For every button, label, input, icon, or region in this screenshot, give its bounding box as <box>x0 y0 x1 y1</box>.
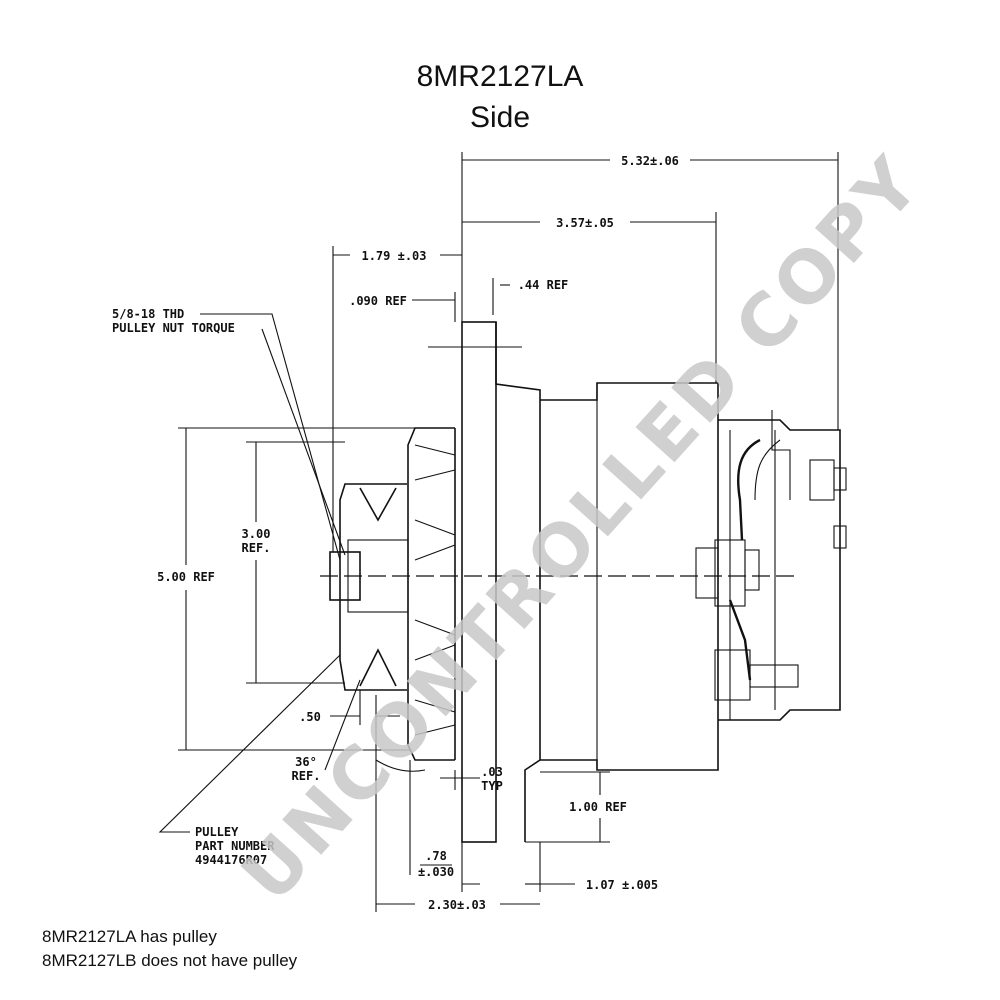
angle-label-line1: 36° <box>295 755 317 769</box>
pulley-label-line2: PART NUMBER <box>195 839 275 853</box>
typ-label-line2: TYP <box>481 779 503 793</box>
pulley-groove-upper <box>359 487 397 522</box>
typ-label-line1: .03 <box>481 765 503 779</box>
thread-leader <box>200 313 341 561</box>
pulley-outline <box>339 483 407 691</box>
wire-lead <box>737 438 761 541</box>
pulley <box>329 483 409 691</box>
terminal-bracket <box>771 410 791 500</box>
terminal-block <box>809 459 835 501</box>
rear-housing <box>718 419 841 721</box>
pulley-offset-label: 1.79 ±.03 <box>361 249 426 263</box>
pulley-label-line1: PULLEY <box>195 825 239 839</box>
output-strap <box>728 599 752 681</box>
gap-78-line1: .78 <box>425 849 447 863</box>
pulley-to-mount-label: 2.30±.03 <box>428 898 486 912</box>
fan-blades <box>414 444 456 736</box>
pulley-label-line3: 4944176R07 <box>195 853 267 867</box>
mount-ref-label: 1.00 REF <box>569 800 627 814</box>
front-mount-plate <box>461 321 497 843</box>
note-line-2: 8MR2127LB does not have pulley <box>42 951 298 970</box>
thread-label-line2: PULLEY NUT TORQUE <box>112 321 235 335</box>
terminal-stud <box>833 467 847 491</box>
thread-label-line1: 5/8-18 THD <box>112 307 184 321</box>
dimensions: 5.32±.06 3.57±.05 1.79 ±.03 .090 REF .44… <box>112 152 839 912</box>
fan-diameter-label: 5.00 REF <box>157 570 215 584</box>
angle-arc <box>375 759 426 772</box>
angle-label-line2: REF. <box>292 769 321 783</box>
pulley-groove-lower <box>359 648 397 687</box>
drawing-title: 8MR2127LA <box>416 60 584 93</box>
output-washer <box>744 549 760 591</box>
housing-length-label: 3.57±.05 <box>556 216 614 230</box>
gap-78-line2: ±.030 <box>418 865 454 879</box>
output-stud <box>695 547 719 599</box>
terminal-stud-2 <box>833 525 847 549</box>
front-housing <box>495 322 541 842</box>
gap-090-label: .090 REF <box>349 294 407 308</box>
groove-width-label: .50 <box>299 710 321 724</box>
ear-width-label: 1.07 ±.005 <box>586 878 658 892</box>
pulley-dia-line2: REF. <box>242 541 271 555</box>
alternator-body <box>428 321 847 843</box>
note-line-1: 8MR2127LA has pulley <box>42 927 217 946</box>
pulley-dia-line1: 3.00 <box>242 527 271 541</box>
pulley-leader <box>158 654 341 833</box>
bat-terminal <box>714 649 751 701</box>
angle-leader <box>324 679 361 771</box>
wire-lead-2 <box>754 439 781 501</box>
bat-stud <box>749 664 799 688</box>
gap-44-label: .44 REF <box>518 278 569 292</box>
drawing-subtitle: Side <box>469 101 531 134</box>
overall-length-label: 5.32±.06 <box>621 154 679 168</box>
